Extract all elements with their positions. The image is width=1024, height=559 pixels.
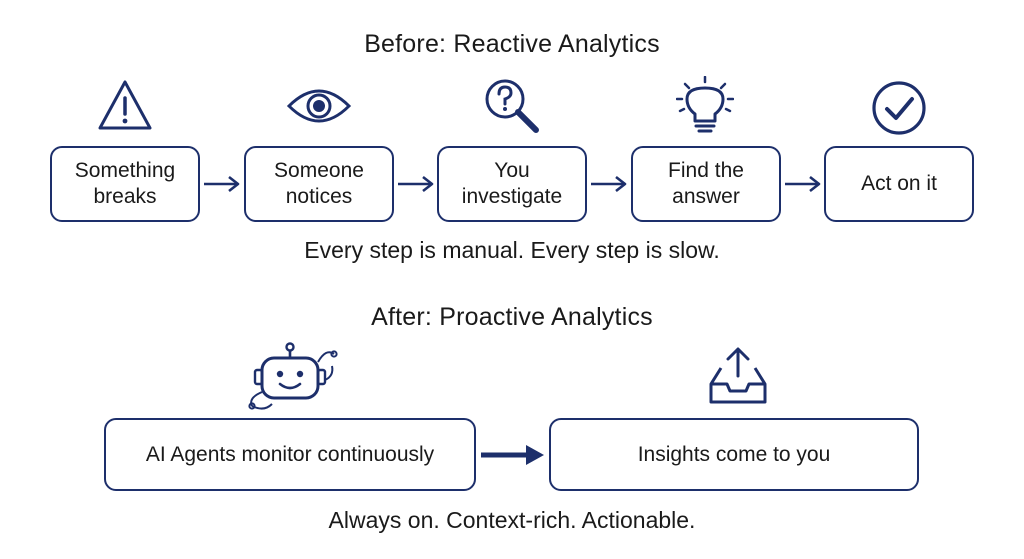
flow-arrow [591,175,627,193]
step-you-investigate: You investigate [437,146,587,222]
after-caption: Always on. Context-rich. Actionable. [328,507,696,533]
flow-arrow-bold [481,445,544,465]
step-label: Find the answer [668,159,744,208]
robot-icon [248,342,338,410]
step-someone-notices: Someone notices [244,146,394,222]
step-label: You investigate [461,159,563,208]
step-label: AI Agents monitor continuously [145,442,435,466]
step-act-on-it: Act on it [824,146,974,222]
inbox-upload-icon [709,347,767,404]
step-find-the-answer: Find the answer [631,146,781,222]
step-something-breaks: Something breaks [50,146,200,222]
flow-arrow [398,175,434,193]
after-title: After: Proactive Analytics [371,303,653,331]
before-caption: Every step is manual. Every step is slow… [304,237,720,263]
flow-arrow [204,175,240,193]
step-label: Act on it [861,172,937,195]
step-label: Something breaks [74,159,176,208]
step-insights-come-to-you: Insights come to you [549,418,919,491]
eye-icon [286,89,352,123]
step-ai-agents-monitor: AI Agents monitor continuously [104,418,476,491]
magnifier-question-icon [485,79,539,133]
warning-triangle-icon [98,80,152,130]
check-circle-icon [872,81,926,135]
before-title: Before: Reactive Analytics [364,30,660,58]
step-label: Someone notices [274,159,364,208]
flow-arrow [785,175,821,193]
lightbulb-icon [676,76,734,133]
step-label: Insights come to you [637,442,831,466]
